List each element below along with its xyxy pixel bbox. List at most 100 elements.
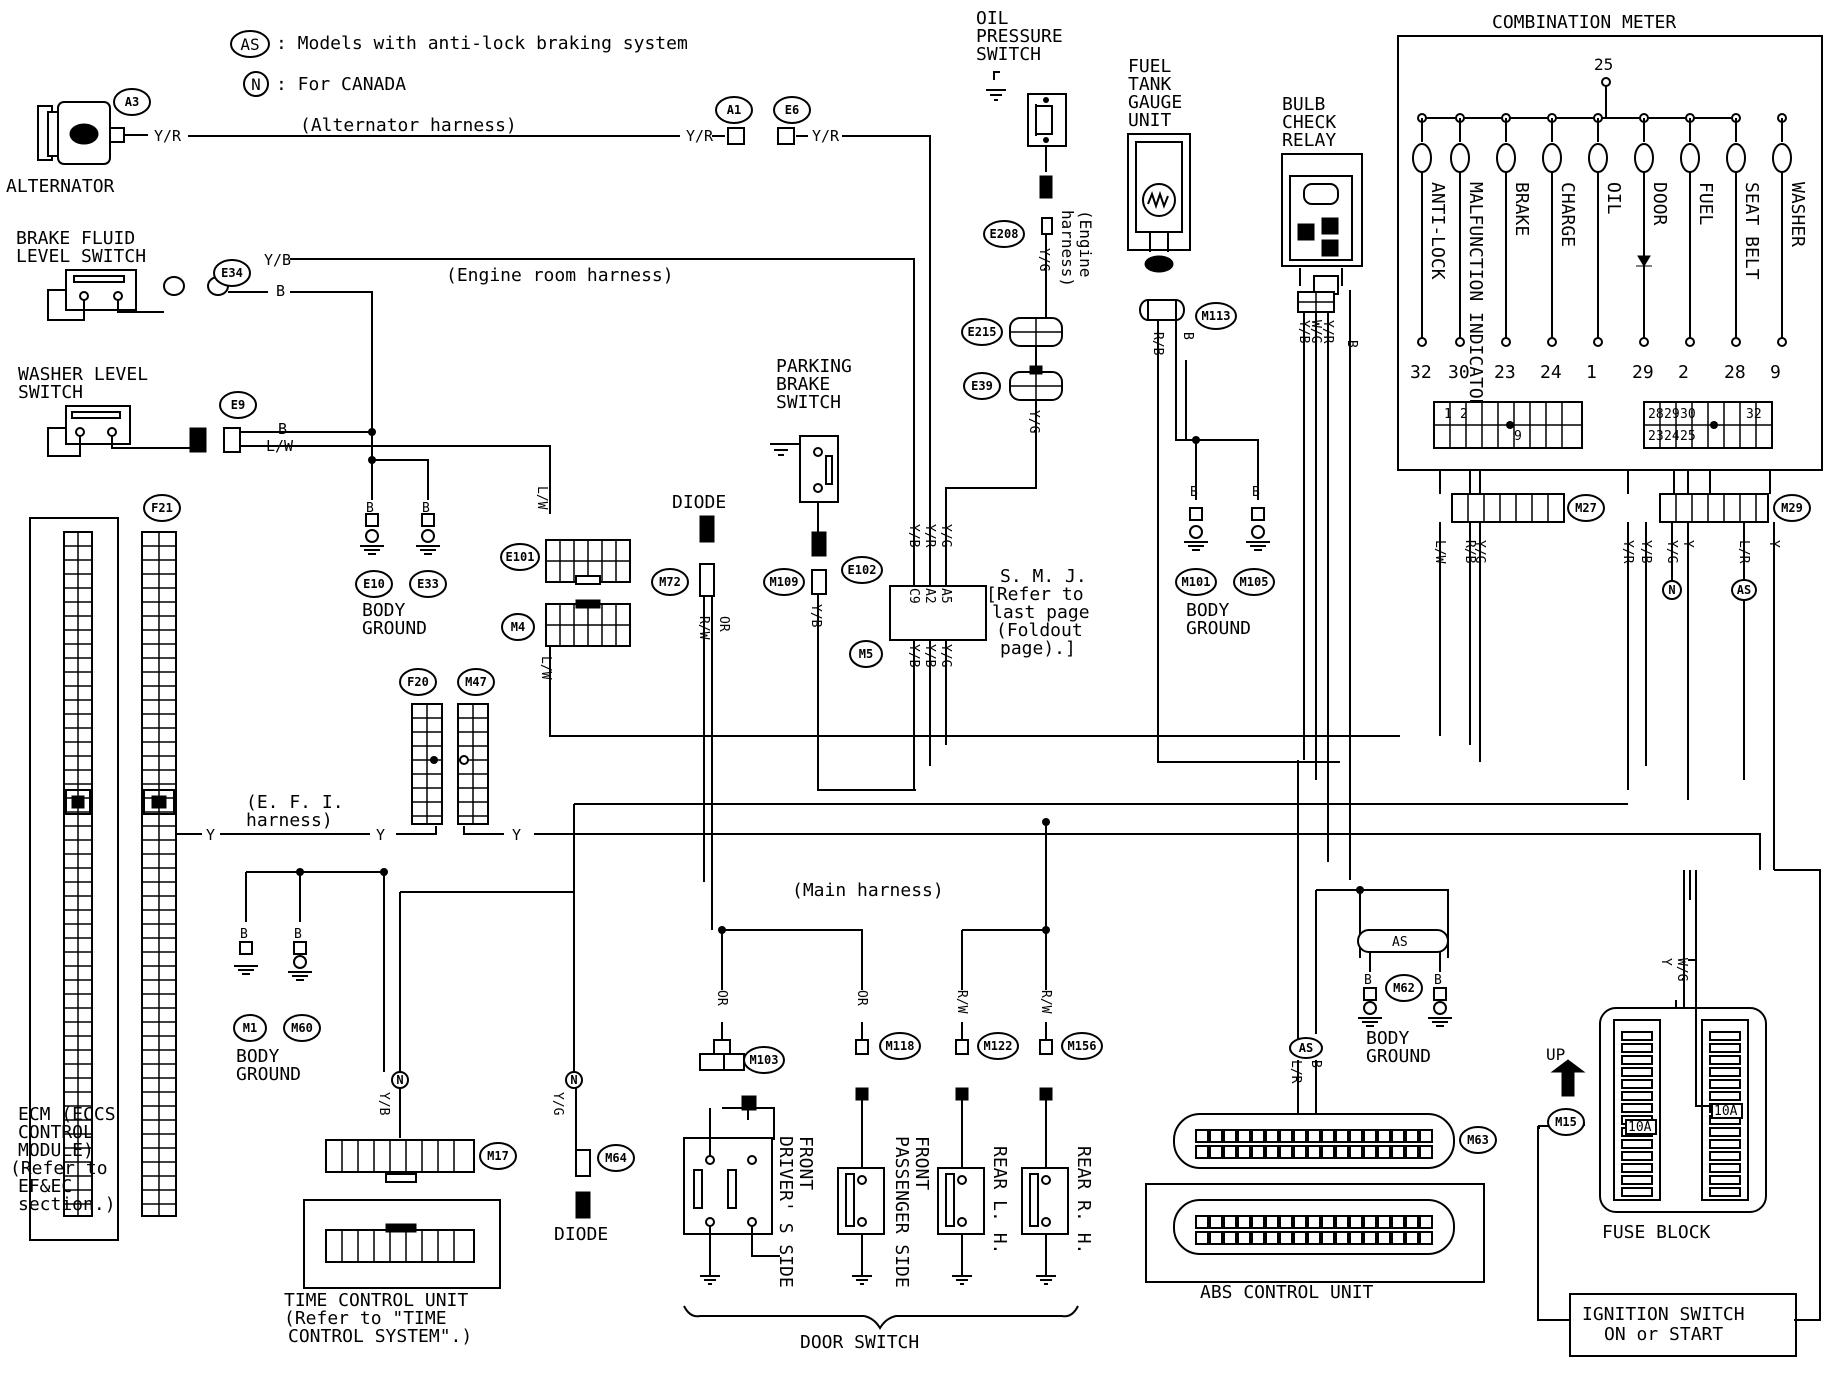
connector-m64 <box>597 1144 635 1172</box>
abs-pin <box>1321 1215 1335 1229</box>
connector-m105 <box>1233 568 1275 596</box>
abs-pin <box>1349 1129 1363 1143</box>
abs-pin <box>1405 1231 1419 1245</box>
smj-label-4: (Foldout <box>996 620 1083 641</box>
m27-connector <box>1451 493 1565 523</box>
fuse-slot <box>1621 1163 1653 1173</box>
wire-label-yg: Y/G <box>1664 540 1679 564</box>
connector-e6 <box>773 96 811 124</box>
connector-e101-label: E101 <box>506 550 535 564</box>
wire-label-y: Y <box>376 826 385 844</box>
parking-brake-switch <box>770 435 839 557</box>
wire-label-lr: L/R <box>1736 540 1751 564</box>
connector-m109-label: M109 <box>770 575 799 589</box>
wire-label-yr: Y/R <box>1620 540 1635 564</box>
connector-m62 <box>1385 974 1423 1002</box>
fuse-slot <box>1621 1175 1653 1185</box>
oil-pressure-label-3: SWITCH <box>976 44 1041 65</box>
body-ground-abs-label-1: BODY <box>1366 1028 1410 1049</box>
meter-lamp-icon <box>1588 143 1608 173</box>
wire-label-lw: L/W <box>538 656 553 680</box>
meter-indicator-label: BRAKE <box>1511 182 1532 236</box>
meter-indicator-label: DOOR <box>1649 182 1670 226</box>
wire-label-wg: W/G <box>1674 958 1689 982</box>
connector-a1-label: A1 <box>727 103 741 117</box>
abs-pin <box>1223 1129 1237 1143</box>
wire-label-a2: A2 <box>922 588 937 604</box>
n-marker-tcu-text: N <box>396 1073 403 1087</box>
meter-lamp-icon <box>1450 143 1470 173</box>
connector-a1 <box>715 96 753 124</box>
wire-label-b: B <box>276 282 285 300</box>
abs-pin <box>1363 1231 1377 1245</box>
abs-pin <box>1237 1145 1251 1159</box>
meter-indicator-label: WASHER <box>1787 182 1808 247</box>
abs-pin <box>1265 1145 1279 1159</box>
fuse-block-label: FUSE BLOCK <box>1602 1222 1711 1243</box>
meter-pin-node <box>1639 337 1649 347</box>
meter-pin-node <box>1417 337 1427 347</box>
door-switch-rear-lh <box>937 1100 985 1285</box>
abs-pin <box>1391 1129 1405 1143</box>
grid-dot <box>1506 421 1514 429</box>
meter-conn-pin: 1 <box>1444 407 1452 422</box>
connector-m17-label: M17 <box>487 1149 509 1163</box>
parking-brake-label-1: PARKING <box>776 356 852 377</box>
wire-label-yr: Y/R <box>922 524 937 548</box>
abs-pin <box>1223 1145 1237 1159</box>
connector-f21-label: F21 <box>151 501 173 515</box>
wire-label-or: OR <box>716 616 731 632</box>
connector-m15 <box>1547 1108 1585 1136</box>
fuse-slot <box>1709 1055 1741 1065</box>
connector-m105-label: M105 <box>1240 575 1269 589</box>
abs-pin <box>1237 1129 1251 1143</box>
fuse-slot <box>1621 1103 1653 1113</box>
connector-m4 <box>501 613 535 641</box>
abs-pin <box>1237 1231 1251 1245</box>
wire-label-yb: Y/B <box>1296 320 1311 344</box>
door-fd-label-1: FRONT <box>795 1136 816 1190</box>
meter-lamp-icon <box>1634 143 1654 173</box>
wire-label-rw: R/W <box>1038 990 1053 1014</box>
n-marker-text: N <box>1668 583 1675 597</box>
connector-m72-label: M72 <box>659 575 681 589</box>
abs-pin <box>1391 1231 1405 1245</box>
oil-pressure-label-2: PRESSURE <box>976 26 1063 47</box>
meter-pin-label: 28 <box>1724 362 1746 383</box>
abs-pin <box>1293 1129 1307 1143</box>
wire-label-b: B <box>422 501 430 516</box>
connector-m4-label: M4 <box>511 620 525 634</box>
abs-pin <box>1279 1215 1293 1229</box>
diode-top-label: DIODE <box>672 492 726 513</box>
ignition-label-2: ON or START <box>1604 1324 1723 1345</box>
connector-m60 <box>283 1014 321 1042</box>
ecm-label-2: CONTROL <box>18 1122 94 1143</box>
smj-label-3: last page <box>992 602 1090 623</box>
meter-pin-node <box>1501 337 1511 347</box>
up-label: UP <box>1546 1045 1565 1064</box>
oil-pressure-switch <box>986 71 1067 199</box>
meter-indicator-label: SEAT BELT <box>1741 182 1762 280</box>
ecm-label-6: section.) <box>18 1194 116 1215</box>
connector-m5 <box>849 640 883 668</box>
n-legend-text: : For CANADA <box>276 74 406 95</box>
combination-meter-frame <box>1397 35 1823 471</box>
as-badge <box>230 30 270 58</box>
wire-label-b: B <box>1190 485 1198 500</box>
connector-e34 <box>213 259 251 287</box>
abs-pin <box>1223 1231 1237 1245</box>
fuse-slot <box>1621 1139 1653 1149</box>
fuse-slot <box>1621 1067 1653 1077</box>
bulb-check-label-1: BULB <box>1282 94 1325 115</box>
meter-conn-pin: 32 <box>1746 407 1762 422</box>
alternator-label: ALTERNATOR <box>6 176 115 197</box>
abs-pin <box>1377 1215 1391 1229</box>
diode-bottom-symbol <box>575 1191 591 1219</box>
abs-pin <box>1251 1129 1265 1143</box>
abs-pin <box>1335 1145 1349 1159</box>
connector-e6-label: E6 <box>785 103 799 117</box>
connector-e33 <box>409 570 447 598</box>
connector-m101-label: M101 <box>1182 575 1211 589</box>
meter-pin-label: 2 <box>1678 362 1689 383</box>
fuse-slot <box>1709 1091 1741 1101</box>
